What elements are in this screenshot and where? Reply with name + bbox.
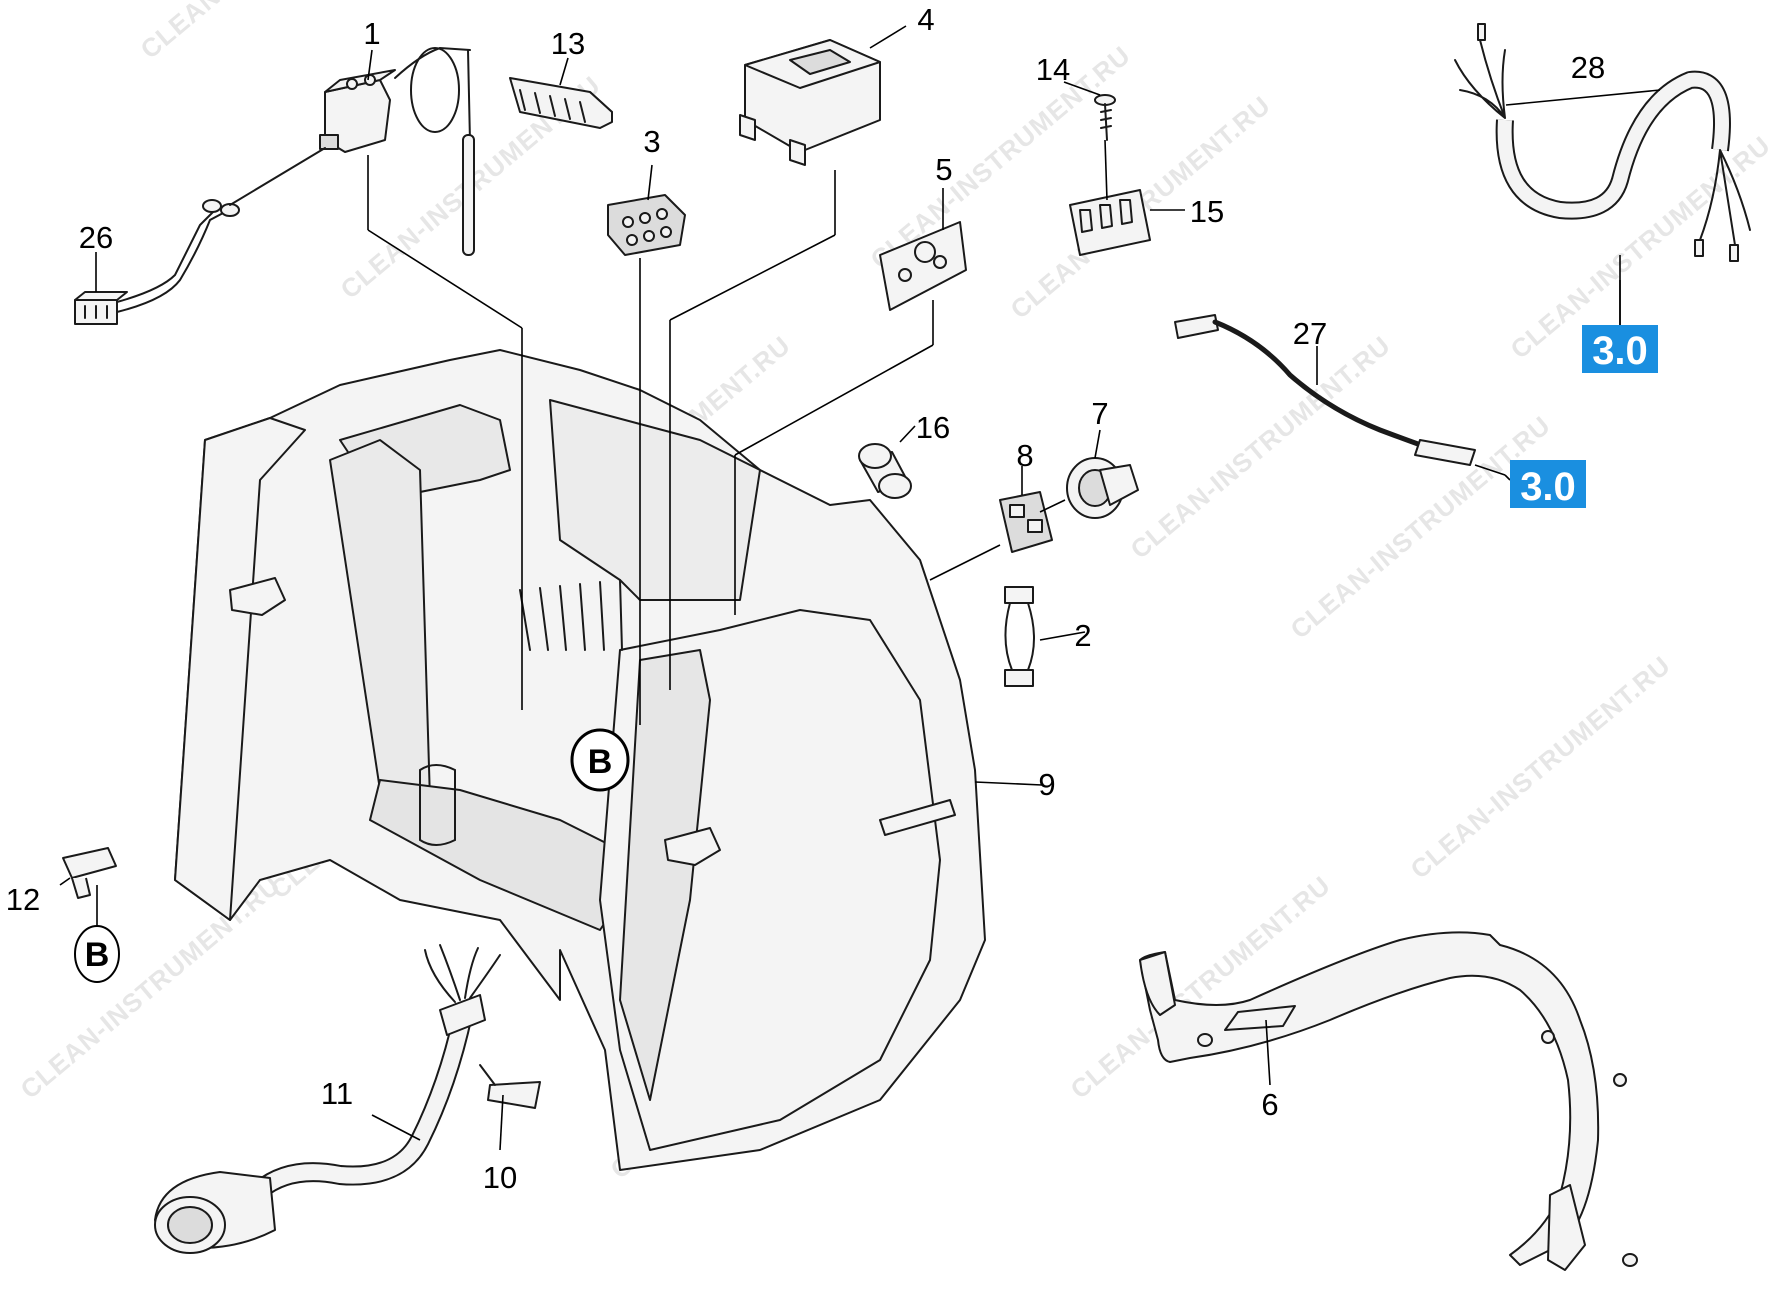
callout-26: 26 (79, 220, 113, 255)
callout-3: 3 (643, 124, 660, 159)
callout-5: 5 (935, 152, 952, 187)
callout-15: 15 (1190, 194, 1224, 229)
callout-11: 11 (321, 1076, 353, 1111)
part-2-jumper (1004, 586, 1035, 687)
reference-28-text: 3.0 (1592, 329, 1648, 373)
part-8-switch (999, 491, 1053, 553)
watermark: CLEAN-INSTRUMENT.RU (1405, 650, 1677, 885)
part-10-tie (479, 1064, 541, 1109)
reference-27-text: 3.0 (1520, 465, 1576, 509)
watermark: CLEAN-INSTRUMENT.RU (1125, 330, 1397, 565)
housing-b-text: B (588, 743, 613, 781)
part-7-knob (1066, 457, 1139, 519)
callout-1: 1 (363, 16, 380, 51)
callout-12: 12 (6, 882, 40, 917)
callout-4: 4 (917, 2, 934, 37)
part-15-bracket (1069, 189, 1151, 256)
part-28-cable (1454, 23, 1751, 262)
part-9-housing: B (174, 349, 986, 1171)
part-4-transformer (739, 39, 881, 166)
part-1-thermostat (319, 46, 475, 256)
callout-labels: 1 26 13 3 4 14 15 5 16 7 8 2 9 28 27 12 … (6, 2, 1605, 1195)
part-26-wire-connector (74, 147, 326, 325)
part-12-clip (62, 847, 117, 899)
callout-14: 14 (1036, 52, 1070, 87)
callout-16: 16 (916, 410, 950, 445)
reference-box-27[interactable]: 3.0 (1510, 460, 1586, 509)
part-27-harness (1174, 314, 1476, 466)
part-13-holder (509, 77, 613, 129)
watermark: CLEAN-INSTRUMENT.RU (15, 870, 287, 1105)
leader-lines (59, 25, 1661, 1151)
callout-28: 28 (1571, 50, 1605, 85)
callout-7: 7 (1091, 396, 1108, 431)
callout-13: 13 (551, 26, 585, 61)
callout-9: 9 (1038, 767, 1055, 802)
reference-box-28[interactable]: 3.0 (1582, 325, 1658, 373)
part-6-handle (1139, 931, 1638, 1271)
part-16-sleeve (858, 443, 912, 499)
callout-10: 10 (483, 1160, 517, 1195)
callout-27: 27 (1293, 316, 1327, 351)
clip-b-badge: B (74, 925, 120, 983)
callout-6: 6 (1261, 1087, 1278, 1122)
badge-b-text: B (85, 936, 110, 974)
callout-2: 2 (1074, 618, 1091, 653)
callout-8: 8 (1016, 438, 1033, 473)
part-14-screw (1094, 94, 1116, 141)
part-5-plate (879, 221, 967, 311)
part-11-power-cable (154, 944, 501, 1254)
part-3-terminal-block (607, 194, 686, 256)
